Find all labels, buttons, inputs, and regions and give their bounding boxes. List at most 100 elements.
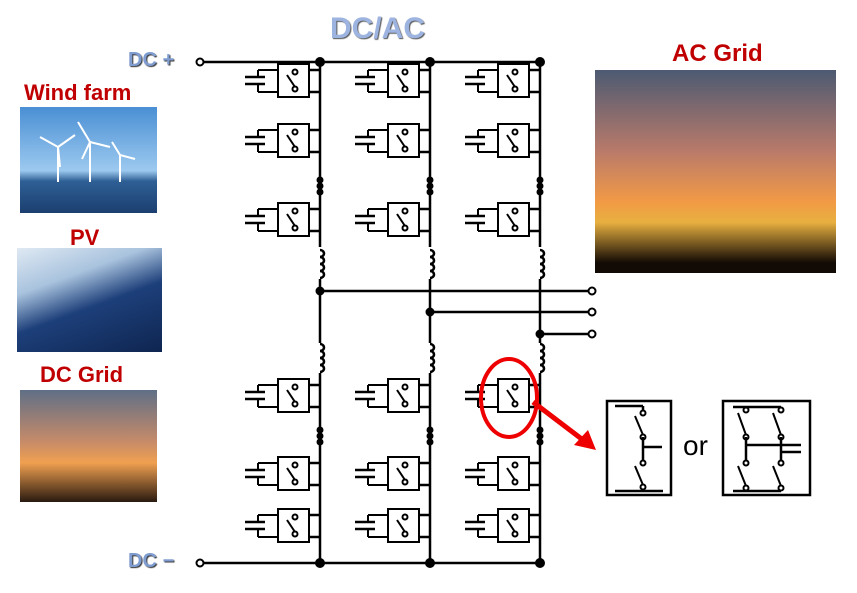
switch-blade: [506, 519, 516, 533]
switch-contact: [291, 128, 299, 136]
highlight-circle: [479, 357, 539, 439]
inductor-turn: [319, 269, 326, 280]
switch-blade: [396, 74, 406, 88]
inductor-turn: [429, 363, 436, 374]
switch-blade: [286, 213, 296, 227]
submodule: [355, 123, 430, 158]
submodule: [245, 508, 320, 543]
switch-blade: [772, 465, 782, 487]
submodule: [465, 378, 540, 413]
switch-contact: [401, 383, 409, 391]
full-bridge-box: [721, 399, 812, 497]
ac-grid-image: [595, 70, 836, 273]
switch-blade: [506, 467, 516, 481]
inductor-turn: [539, 363, 546, 374]
half-bridge-module: [605, 399, 673, 497]
submodule: [355, 508, 430, 543]
node-dot: [535, 57, 545, 67]
switch-contact: [401, 207, 409, 215]
switch-contact: [401, 530, 409, 538]
switch-contact: [291, 400, 299, 408]
node-dot: [535, 329, 545, 339]
dc-grid-image: [20, 390, 157, 502]
switch-blade: [286, 74, 296, 88]
switch-contact: [777, 484, 785, 492]
ac-terminal: [587, 329, 597, 339]
switch-contact: [291, 530, 299, 538]
switch-contact: [401, 128, 409, 136]
switch-contact: [511, 400, 519, 408]
node-dot: [315, 57, 325, 67]
dc-minus-label: DC −: [128, 550, 175, 572]
continuation-dot: [316, 188, 324, 196]
submodule: [245, 456, 320, 491]
continuation-dot: [426, 426, 434, 434]
submodule: [355, 202, 430, 237]
switch-blade: [506, 74, 516, 88]
switch-blade: [396, 467, 406, 481]
arrow-head-icon: [574, 430, 596, 450]
submodule: [465, 456, 540, 491]
switch-blade: [506, 134, 516, 148]
switch-contact: [742, 406, 750, 414]
switch-blade: [396, 389, 406, 403]
diagram-title: DC/AC: [330, 12, 425, 45]
switch-contact: [291, 461, 299, 469]
switch-contact: [777, 459, 785, 467]
node-dot: [315, 558, 325, 568]
switch-blade: [737, 465, 747, 487]
continuation-dot: [536, 438, 544, 446]
dc-minus-terminal: [195, 558, 205, 568]
arm-inductor-icon: [319, 248, 326, 280]
inductor-turn: [539, 269, 546, 280]
submodule: [465, 202, 540, 237]
switch-contact: [511, 68, 519, 76]
submodule: [245, 202, 320, 237]
ac-grid-label: AC Grid: [672, 40, 763, 67]
switch-contact: [291, 68, 299, 76]
dc-plus-terminal: [195, 57, 205, 67]
continuation-dot: [426, 176, 434, 184]
inductor-turn: [319, 363, 326, 374]
arm-inductor-icon: [429, 342, 436, 374]
switch-contact: [401, 224, 409, 232]
submodule: [465, 63, 540, 98]
node-dot: [535, 558, 545, 568]
arm-inductor-icon: [539, 342, 546, 374]
continuation-dot: [426, 432, 434, 440]
switch-contact: [639, 409, 647, 417]
arm-inductor-icon: [429, 248, 436, 280]
full-bridge-module: [721, 399, 812, 497]
dc-grid-label: DC Grid: [40, 362, 124, 387]
switch-contact: [742, 459, 750, 467]
switch-blade: [506, 389, 516, 403]
switch-blade: [506, 213, 516, 227]
switch-blade: [634, 415, 644, 436]
switch-contact: [777, 406, 785, 414]
switch-blade: [286, 389, 296, 403]
node-dot: [315, 286, 325, 296]
node-dot: [425, 558, 435, 568]
continuation-dot: [426, 188, 434, 196]
submodule: [355, 378, 430, 413]
switch-blade: [396, 519, 406, 533]
submodule: [245, 63, 320, 98]
switch-contact: [291, 478, 299, 486]
switch-contact: [742, 484, 750, 492]
switch-contact: [401, 145, 409, 153]
highlight-arrow: [531, 400, 585, 442]
switch-blade: [737, 412, 747, 436]
switch-contact: [511, 207, 519, 215]
arm-inductor-icon: [539, 248, 546, 280]
node-dot: [425, 307, 435, 317]
submodule: [245, 123, 320, 158]
switch-contact: [511, 224, 519, 232]
continuation-dot: [536, 426, 544, 434]
switch-contact: [511, 530, 519, 538]
or-label: or: [683, 430, 708, 461]
submodule: [355, 63, 430, 98]
switch-contact: [511, 461, 519, 469]
switch-contact: [401, 461, 409, 469]
